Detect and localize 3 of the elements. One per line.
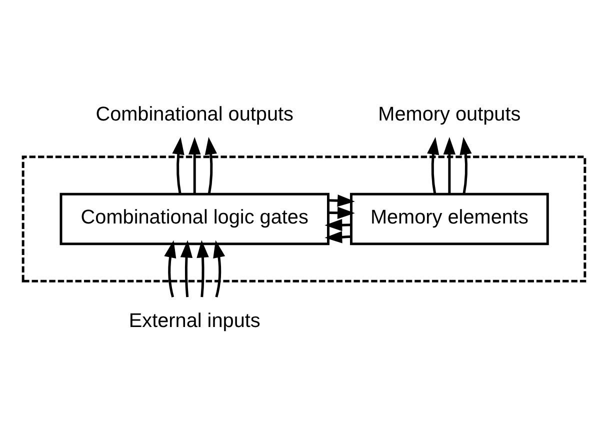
node-text: Combinational outputs: [96, 103, 294, 126]
node-text: External inputs: [128, 309, 260, 332]
node-text: Memory outputs: [378, 103, 521, 126]
